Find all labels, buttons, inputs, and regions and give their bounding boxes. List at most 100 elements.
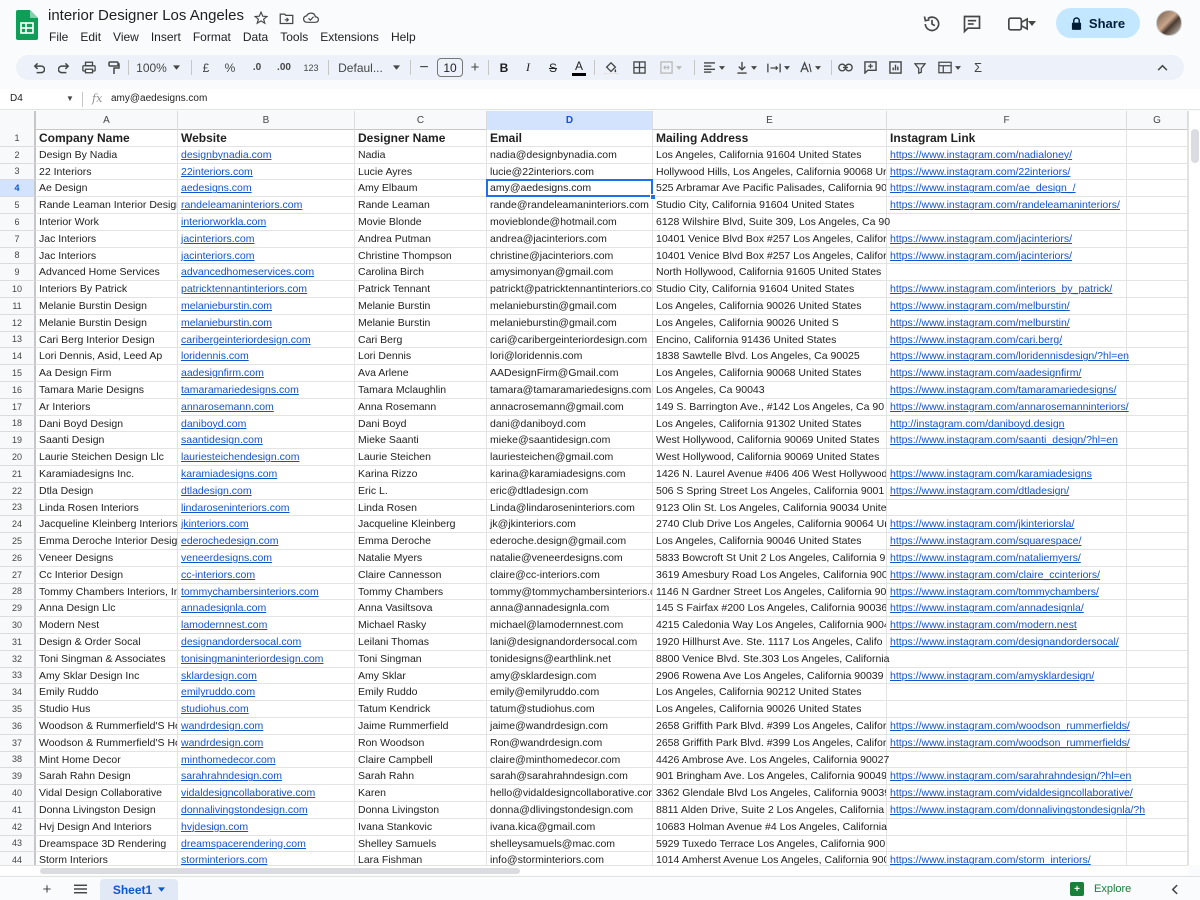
cell-a42[interactable]: Hvj Design And Interiors xyxy=(36,818,178,836)
cell-b26[interactable]: veneerdesigns.com xyxy=(178,550,355,567)
menu-view[interactable]: View xyxy=(113,30,139,44)
cell-b44[interactable]: storminteriors.com xyxy=(178,852,355,865)
cell-b40[interactable]: vidaldesigncollaborative.com xyxy=(178,785,355,802)
cell-g43[interactable] xyxy=(1127,835,1188,853)
cell-b11[interactable]: melanieburstin.com xyxy=(178,298,355,315)
cell-e30[interactable]: 4215 Caledonia Way Los Angeles, Californ… xyxy=(653,617,887,634)
column-header-a[interactable]: A xyxy=(36,111,178,130)
cell-e33[interactable]: 2906 Rowena Ave Los Angeles, California … xyxy=(653,667,887,685)
cell-c2[interactable]: Nadia xyxy=(355,146,487,164)
cell-c3[interactable]: Lucie Ayres xyxy=(355,163,487,181)
share-button[interactable]: Share xyxy=(1056,8,1140,38)
cell-g28[interactable] xyxy=(1127,583,1188,601)
cell-d15[interactable]: AADesignFirm@Gmail.com xyxy=(487,365,653,382)
cell-c12[interactable]: Melanie Burstin xyxy=(355,314,487,332)
cell-c28[interactable]: Tommy Chambers xyxy=(355,583,487,601)
cell-d39[interactable]: sarah@sarahrahndesign.com xyxy=(487,768,653,786)
cell-e42[interactable]: 10683 Holman Avenue #4 Los Angeles, Cali… xyxy=(653,818,887,836)
cell-c31[interactable]: Leilani Thomas xyxy=(355,634,487,651)
cell-a5[interactable]: Rande Leaman Interior Design xyxy=(36,197,178,214)
column-header-d[interactable]: D xyxy=(487,111,653,130)
row-header[interactable]: 20 xyxy=(0,449,36,466)
cell-f12[interactable]: https://www.instagram.com/melburstin/ xyxy=(887,314,1127,332)
meet-icon[interactable] xyxy=(1004,12,1040,36)
cell-g37[interactable] xyxy=(1127,734,1188,752)
vertical-scroll-thumb[interactable] xyxy=(1191,129,1199,163)
chevron-left-icon[interactable] xyxy=(1165,880,1183,898)
cell-g44[interactable] xyxy=(1127,852,1188,865)
strikethrough-button[interactable]: S xyxy=(548,60,557,75)
cell-d32[interactable]: tonidesigns@earthlink.net xyxy=(487,650,653,668)
cell-c40[interactable]: Karen xyxy=(355,785,487,802)
cell-c21[interactable]: Karina Rizzo xyxy=(355,466,487,483)
cell-a25[interactable]: Emma Deroche Interior Design xyxy=(36,533,178,550)
row-header[interactable]: 7 xyxy=(0,230,36,248)
row-header[interactable]: 3 xyxy=(0,163,36,181)
cell-e14[interactable]: 1838 Sawtelle Blvd. Los Angeles, Ca 9002… xyxy=(653,348,887,366)
cell-e5[interactable]: Studio City, California 91604 United Sta… xyxy=(653,197,887,214)
cell-f9[interactable] xyxy=(887,264,1127,282)
font-select[interactable]: Defaul... xyxy=(336,55,402,80)
cell-a40[interactable]: Vidal Design Collaborative xyxy=(36,785,178,802)
cell-e37[interactable]: 2658 Griffith Park Blvd. #399 Los Angele… xyxy=(653,734,887,752)
cell-e35[interactable]: Los Angeles, California 90026 United Sta… xyxy=(653,701,887,718)
row-header[interactable]: 21 xyxy=(0,466,36,483)
cell-f2[interactable]: https://www.instagram.com/nadialoney/ xyxy=(887,146,1127,164)
cell-f26[interactable]: https://www.instagram.com/nataliemyers/ xyxy=(887,550,1127,567)
cell-c16[interactable]: Tamara Mclaughlin xyxy=(355,382,487,399)
menu-edit[interactable]: Edit xyxy=(80,30,102,44)
cell-a35[interactable]: Studio Hus xyxy=(36,701,178,718)
cell-c25[interactable]: Emma Deroche xyxy=(355,533,487,550)
cell-c22[interactable]: Eric L. xyxy=(355,482,487,500)
menu-insert[interactable]: Insert xyxy=(150,30,181,44)
cell-c24[interactable]: Jacqueline Kleinberg xyxy=(355,516,487,534)
more-formats-button[interactable]: 123 xyxy=(303,62,319,73)
cell-g16[interactable] xyxy=(1127,382,1188,399)
cell-f6[interactable] xyxy=(887,214,1127,231)
row-header[interactable]: 22 xyxy=(0,482,36,500)
menu-format[interactable]: Format xyxy=(192,30,231,44)
cell-e39[interactable]: 901 Bringham Ave. Los Angeles, Californi… xyxy=(653,768,887,786)
cell-c5[interactable]: Rande Leaman xyxy=(355,197,487,214)
cell-e12[interactable]: Los Angeles, California 90026 United S xyxy=(653,314,887,332)
cell-b2[interactable]: designbynadia.com xyxy=(178,146,355,164)
cell-a26[interactable]: Veneer Designs xyxy=(36,550,178,567)
cell-a31[interactable]: Design & Order Socal xyxy=(36,634,178,651)
cell-b18[interactable]: daniboyd.com xyxy=(178,415,355,433)
name-box[interactable]: D4 xyxy=(10,93,23,104)
cell-b14[interactable]: loridennis.com xyxy=(178,348,355,366)
cell-c4[interactable]: Amy Elbaum xyxy=(355,180,487,198)
cell-f27[interactable]: https://www.instagram.com/claire_ccinter… xyxy=(887,566,1127,584)
row-header[interactable]: 1 xyxy=(0,130,36,147)
cell-b30[interactable]: lamodernnest.com xyxy=(178,617,355,634)
cell-f13[interactable]: https://www.instagram.com/cari.berg/ xyxy=(887,331,1127,349)
cell-d30[interactable]: michael@lamodernnest.com xyxy=(487,617,653,634)
cell-d14[interactable]: lori@loridennis.com xyxy=(487,348,653,366)
horizontal-scroll-thumb[interactable] xyxy=(40,868,520,874)
cell-a24[interactable]: Jacqueline Kleinberg Interiors xyxy=(36,516,178,534)
cell-b31[interactable]: designandordersocal.com xyxy=(178,634,355,651)
cell-g18[interactable] xyxy=(1127,415,1188,433)
cell-b19[interactable]: saantidesign.com xyxy=(178,432,355,450)
cell-a44[interactable]: Storm Interiors xyxy=(36,852,178,865)
cell-f24[interactable]: https://www.instagram.com/jkinteriorsla/ xyxy=(887,516,1127,534)
row-header[interactable]: 19 xyxy=(0,432,36,450)
cell-f30[interactable]: https://www.instagram.com/modern.nest xyxy=(887,617,1127,634)
currency-format-button[interactable]: £ xyxy=(202,60,210,75)
cell-c15[interactable]: Ava Arlene xyxy=(355,365,487,382)
cell-g32[interactable] xyxy=(1127,650,1188,668)
merge-cells-icon[interactable] xyxy=(656,55,686,80)
cell-e11[interactable]: Los Angeles, California 90026 United Sta… xyxy=(653,298,887,315)
cell-d17[interactable]: annacrosemann@gmail.com xyxy=(487,398,653,416)
cell-e34[interactable]: Los Angeles, California 90212 United Sta… xyxy=(653,684,887,702)
cell-g22[interactable] xyxy=(1127,482,1188,500)
cell-g1[interactable] xyxy=(1127,130,1188,147)
cell-g30[interactable] xyxy=(1127,617,1188,634)
cell-e16[interactable]: Los Angeles, Ca 90043 xyxy=(653,382,887,399)
cell-g31[interactable] xyxy=(1127,634,1188,651)
cell-c23[interactable]: Linda Rosen xyxy=(355,499,487,517)
cell-b43[interactable]: dreamspacerendering.com xyxy=(178,835,355,853)
cell-a36[interactable]: Woodson & Rummerfield'S Ho xyxy=(36,718,178,735)
cell-g23[interactable] xyxy=(1127,499,1188,517)
cell-f44[interactable]: https://www.instagram.com/storm_interior… xyxy=(887,852,1127,865)
